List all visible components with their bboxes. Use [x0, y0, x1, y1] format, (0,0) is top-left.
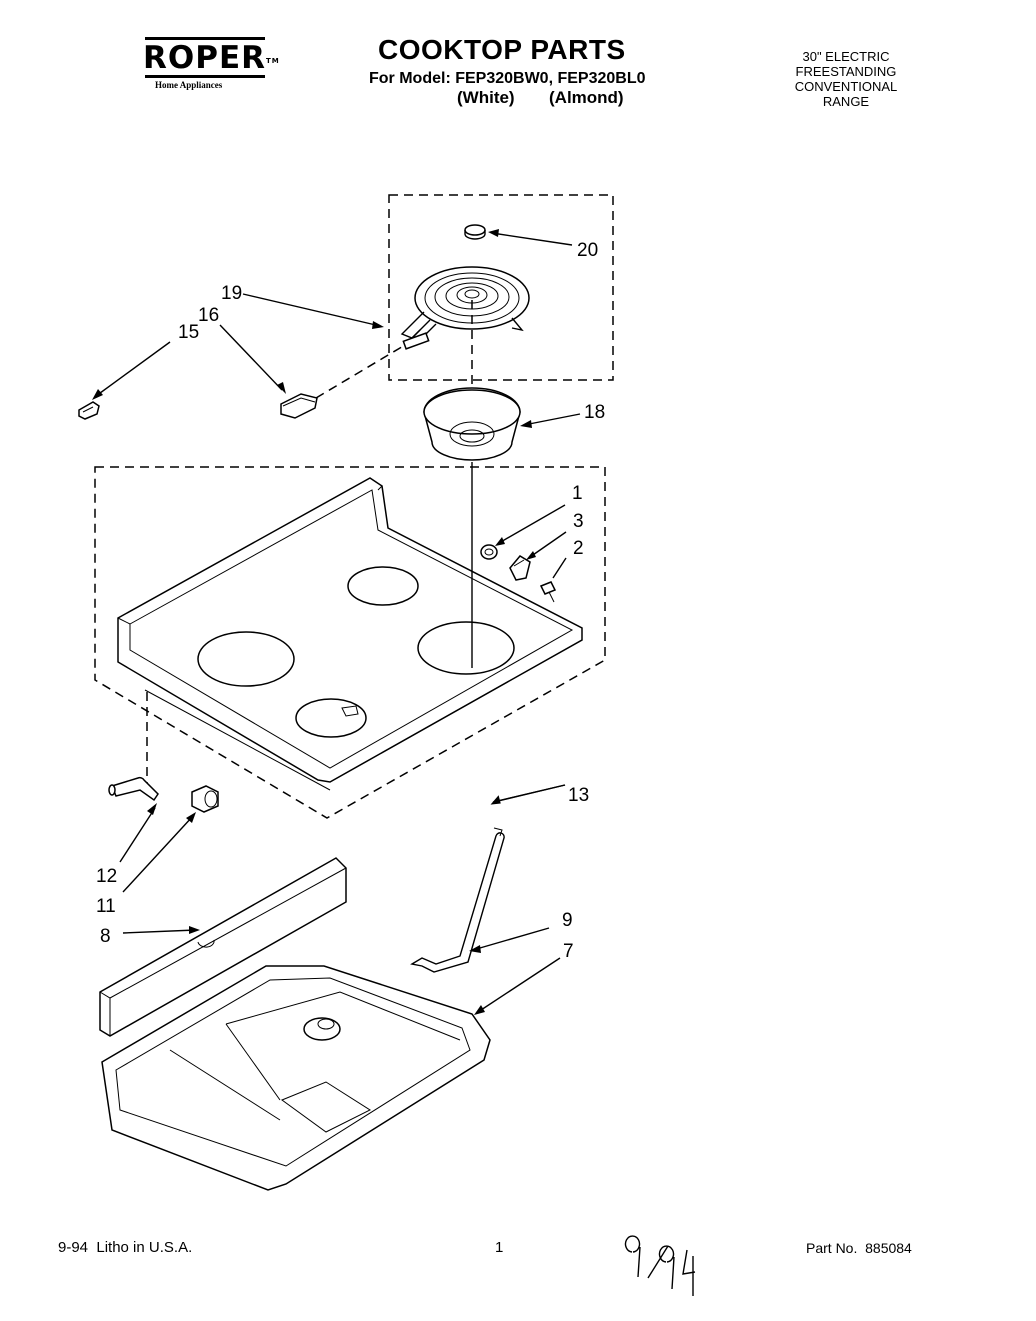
range-desc-line: 30" ELECTRIC: [802, 49, 890, 64]
leader-2: [552, 557, 567, 579]
leader-12: [119, 807, 156, 863]
part-18-drip-bowl: [423, 387, 521, 461]
handwritten-date-signature: [624, 1235, 696, 1296]
logo-subtitle: Home Appliances: [155, 80, 223, 90]
callout-1: 1: [572, 483, 583, 504]
callout-11: 11: [96, 896, 116, 917]
callout-13: 13: [568, 785, 589, 806]
model-numbers: For Model: FEP320BW0, FEP320BL0: [369, 70, 646, 87]
leader-18: [523, 413, 581, 426]
part-3-bracket: [509, 555, 531, 581]
callout-19: 19: [221, 283, 242, 304]
logo-bottom-bar: [145, 75, 265, 78]
callout-9: 9: [562, 910, 573, 931]
range-desc-line: FREESTANDING: [795, 64, 897, 79]
page-title: COOKTOP PARTS: [378, 34, 626, 65]
leader-20: [491, 232, 573, 246]
part-11-bushing: [191, 785, 219, 813]
part-15-clip: [78, 401, 100, 420]
callout-3: 3: [573, 511, 584, 532]
part-2-screw: [539, 581, 557, 603]
part-16-terminal-block: [280, 393, 318, 419]
leader-9: [472, 927, 550, 951]
surface-element-group-box: [388, 194, 614, 381]
leader-15: [95, 341, 171, 397]
leader-3: [529, 531, 567, 558]
part-20-cap: [464, 224, 486, 240]
callout-18: 18: [584, 402, 605, 423]
part-13-cooktop: [117, 477, 583, 791]
part-19-surface-element: [400, 266, 530, 350]
range-description: 30" ELECTRIC FREESTANDING CONVENTIONAL R…: [766, 49, 926, 109]
range-desc-line: RANGE: [822, 94, 870, 109]
part-8-rear-strip: [99, 857, 347, 1037]
leader-1: [498, 504, 566, 544]
callout-2: 2: [573, 538, 584, 559]
leader-8: [122, 929, 197, 934]
range-desc-line: CONVENTIONAL: [794, 79, 898, 94]
roper-logo: ROPERTM Home Appliances: [143, 37, 280, 90]
footer-litho-date: 9-94 Litho in U.S.A.: [58, 1239, 193, 1256]
leader-19: [242, 293, 381, 327]
logo-top-bar: [145, 37, 265, 40]
leader-16: [219, 324, 283, 391]
part-7-main-top-pan: [101, 965, 491, 1191]
footer-page-number: 1: [495, 1239, 504, 1256]
callout-12: 12: [96, 866, 117, 887]
footer-part-number: Part No. 885084: [806, 1240, 912, 1256]
callout-15: 15: [178, 322, 199, 343]
callout-20: 20: [577, 240, 598, 261]
part-9-brace-rod: [410, 827, 505, 973]
callout-16: 16: [198, 305, 219, 326]
callout-7: 7: [563, 941, 574, 962]
part-12-hinge-pin: [108, 776, 159, 802]
logo-wordmark: ROPER: [143, 40, 266, 76]
leader-7: [477, 957, 561, 1013]
callout-8: 8: [100, 926, 111, 947]
color-white-label: (White): [457, 88, 515, 107]
color-almond-label: (Almond): [549, 88, 624, 107]
logo-trademark: TM: [266, 57, 280, 65]
cooktop-group-box: [94, 466, 606, 819]
leader-11: [122, 815, 194, 893]
part-1-nut: [480, 544, 498, 560]
